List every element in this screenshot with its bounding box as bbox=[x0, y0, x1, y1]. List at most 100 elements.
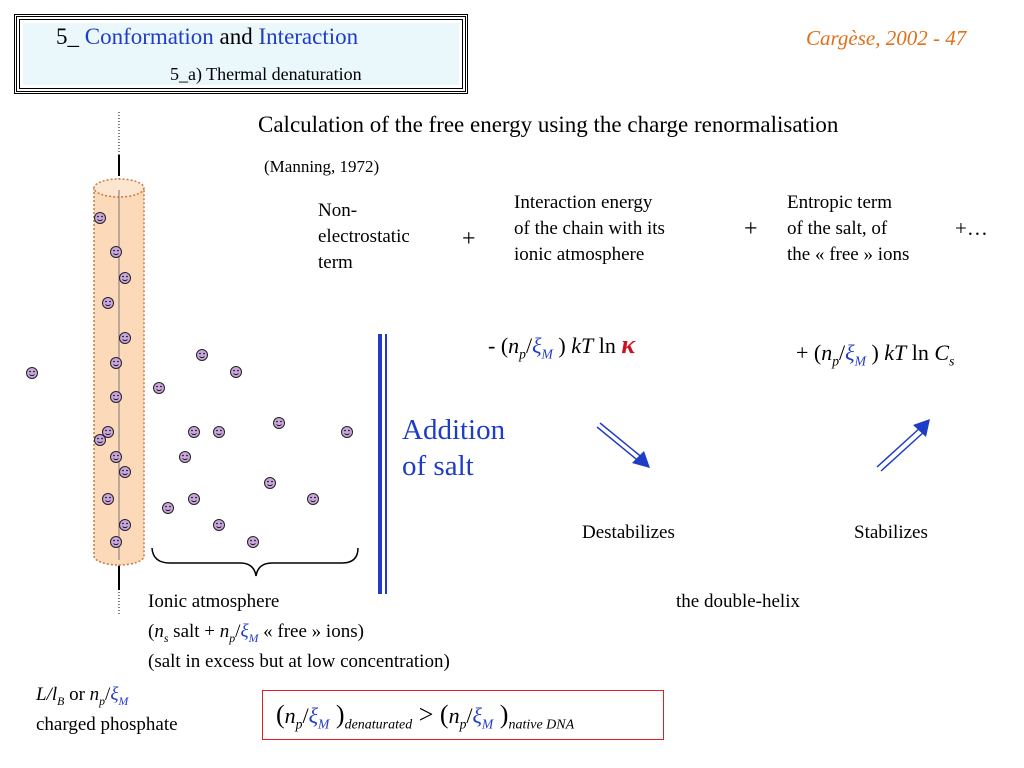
term-interaction-energy: Interaction energy of the chain with its… bbox=[514, 190, 665, 268]
addition-line: of salt bbox=[402, 450, 474, 482]
np-sub: p bbox=[459, 716, 467, 732]
ion-icon bbox=[179, 451, 191, 463]
ion-icon bbox=[213, 426, 225, 438]
ionic-atmosphere-label: Ionic atmosphere bbox=[148, 591, 280, 612]
slash: / bbox=[46, 684, 52, 705]
term-line: Interaction energy bbox=[514, 192, 653, 213]
formula-ln: ln bbox=[906, 340, 935, 365]
formula-cs: + (np/ξM ) kT ln Cs bbox=[796, 340, 954, 369]
ion-icon bbox=[110, 391, 122, 403]
slide-corner-label: Cargèse, 2002 - 47 bbox=[806, 26, 967, 50]
arrow-down-right bbox=[596, 422, 650, 468]
ion-icon bbox=[153, 382, 165, 394]
formula-kT: kT bbox=[884, 340, 907, 365]
title-prefix: 5_ bbox=[56, 24, 85, 49]
np-symbol: n bbox=[219, 621, 230, 642]
ionic-atmosphere-composition: (ns salt + np/ξM « free » ions) bbox=[148, 617, 364, 654]
slide-title: 5_ Conformation and Interaction bbox=[56, 24, 358, 50]
ion-icon bbox=[264, 477, 276, 489]
inequality-text: (np/ξM )denaturated > (np/ξM )native DNA bbox=[276, 700, 574, 733]
slash: / bbox=[105, 684, 111, 705]
np-symbol: n bbox=[448, 703, 460, 728]
xi-symbol: ξ bbox=[240, 621, 249, 642]
term-line: Entropic term bbox=[787, 192, 892, 213]
denaturated-sub: denaturated bbox=[344, 717, 413, 733]
formula-open: - ( bbox=[488, 333, 509, 358]
np-symbol: n bbox=[284, 703, 296, 728]
formula-open: + ( bbox=[796, 340, 822, 365]
free-ions: « free » ions) bbox=[258, 621, 364, 642]
citation: (Manning, 1972) bbox=[264, 157, 380, 176]
ion-icon bbox=[230, 366, 242, 378]
title-interaction: Interaction bbox=[258, 24, 359, 49]
formula-xi-sub: M bbox=[541, 346, 553, 362]
formula-close: ) bbox=[552, 333, 572, 358]
formula-close: ) bbox=[865, 340, 885, 365]
plus-sign-1: + bbox=[462, 226, 476, 252]
xi-sub: M bbox=[118, 694, 129, 708]
arrow-up-right bbox=[876, 419, 930, 472]
slash: / bbox=[302, 703, 309, 728]
formula-kappa-symbol: κ bbox=[621, 330, 636, 359]
term-line: term bbox=[318, 252, 353, 273]
paren: ( bbox=[276, 700, 285, 729]
xi-symbol: ξ bbox=[308, 703, 319, 728]
double-helix-label: the double-helix bbox=[676, 591, 800, 612]
stabilizes-label: Stabilizes bbox=[854, 522, 928, 543]
formula-kT: kT bbox=[571, 333, 594, 358]
destabilizes-label: Destabilizes bbox=[582, 522, 675, 543]
ion-icon bbox=[119, 519, 131, 531]
formula-xi: ξ bbox=[532, 333, 542, 358]
ion-icon bbox=[188, 426, 200, 438]
np-symbol: n bbox=[89, 684, 100, 705]
ion-icon bbox=[119, 332, 131, 344]
ion-icon bbox=[162, 502, 174, 514]
salt-plus: salt + bbox=[168, 621, 220, 642]
np-sub: p bbox=[229, 631, 236, 645]
formula-kappa: - (np/ξM ) kT ln κ bbox=[488, 330, 635, 362]
main-heading: Calculation of the free energy using the… bbox=[258, 112, 839, 137]
xi-sub: M bbox=[248, 631, 259, 645]
formula-np: n bbox=[821, 340, 833, 365]
formula-np: n bbox=[508, 333, 520, 358]
ns-sub: s bbox=[163, 631, 169, 645]
term-line: electrostatic bbox=[318, 226, 410, 247]
ion-icon bbox=[188, 493, 200, 505]
ion-icon bbox=[119, 272, 131, 284]
ion-icon bbox=[273, 417, 285, 429]
title-box bbox=[14, 14, 468, 94]
term-line: ionic atmosphere bbox=[514, 244, 645, 265]
title-conformation: Conformation bbox=[84, 24, 214, 49]
ion-icon bbox=[102, 297, 114, 309]
formula-slash: / bbox=[525, 333, 533, 358]
l-symbol: l bbox=[51, 684, 58, 705]
formula-xi-sub: M bbox=[854, 353, 866, 369]
term-entropic: Entropic term of the salt, of the « free… bbox=[787, 190, 909, 268]
ns-symbol: n bbox=[154, 621, 164, 642]
ion-icon bbox=[119, 466, 131, 478]
ionic-atmosphere-note: (salt in excess but at low concentration… bbox=[148, 651, 450, 672]
formula-np-sub: p bbox=[832, 353, 840, 369]
ion-icon bbox=[110, 357, 122, 369]
paren: ( bbox=[148, 621, 155, 642]
ion-icon bbox=[102, 493, 114, 505]
slide-subtitle: 5_a) Thermal denaturation bbox=[170, 64, 362, 84]
term-line: of the salt, of bbox=[787, 218, 888, 239]
np-sub: p bbox=[99, 694, 106, 708]
ion-group bbox=[26, 212, 353, 548]
formula-slash: / bbox=[839, 340, 846, 365]
ion-icon bbox=[341, 426, 353, 438]
L-symbol: L bbox=[36, 684, 47, 705]
formula-cs-sub: s bbox=[949, 353, 955, 369]
native-dna-sub: native DNA bbox=[508, 717, 575, 733]
ion-icon bbox=[26, 367, 38, 379]
term-line: Non- bbox=[318, 200, 358, 221]
greater-than: > bbox=[412, 700, 440, 729]
addition-line: Addition bbox=[402, 414, 506, 446]
slash: / bbox=[466, 703, 473, 728]
ion-icon bbox=[110, 536, 122, 548]
lB-sub: B bbox=[57, 694, 65, 708]
formula-np-sub: p bbox=[519, 346, 526, 362]
ion-icon bbox=[110, 451, 122, 463]
